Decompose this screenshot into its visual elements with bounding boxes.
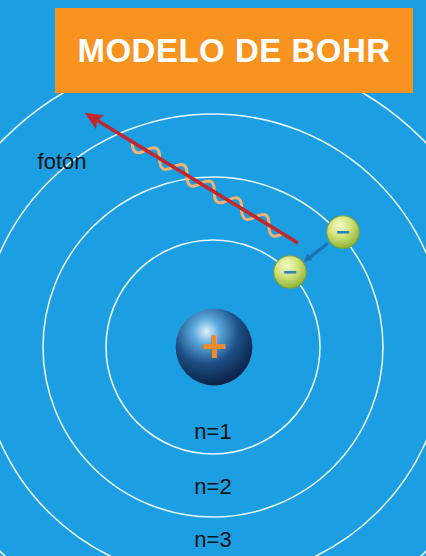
orbit-ring (106, 240, 320, 454)
orbit-rings (0, 52, 426, 556)
charge-minus: − (283, 260, 297, 284)
charge-plus: + (201, 325, 227, 369)
orbit-ring (0, 52, 426, 556)
nucleus: + (174, 307, 254, 387)
photon-arrowhead (80, 106, 104, 129)
photon (80, 106, 302, 250)
orbit-ring (43, 177, 383, 517)
electron: − (326, 215, 360, 249)
photon-arrow (97, 120, 298, 243)
transition-arrow (305, 243, 328, 260)
title-banner: MODELO DE BOHR (55, 8, 413, 93)
orbit-label: n=3 (194, 527, 231, 553)
orbit-label: n=1 (194, 419, 231, 445)
orbit-label: n=2 (194, 474, 231, 500)
electron: − (273, 255, 307, 289)
photon-label: fotón (38, 149, 87, 175)
title-text: MODELO DE BOHR (77, 32, 390, 70)
charge-minus: − (336, 220, 350, 244)
orbit-ring (0, 114, 426, 556)
